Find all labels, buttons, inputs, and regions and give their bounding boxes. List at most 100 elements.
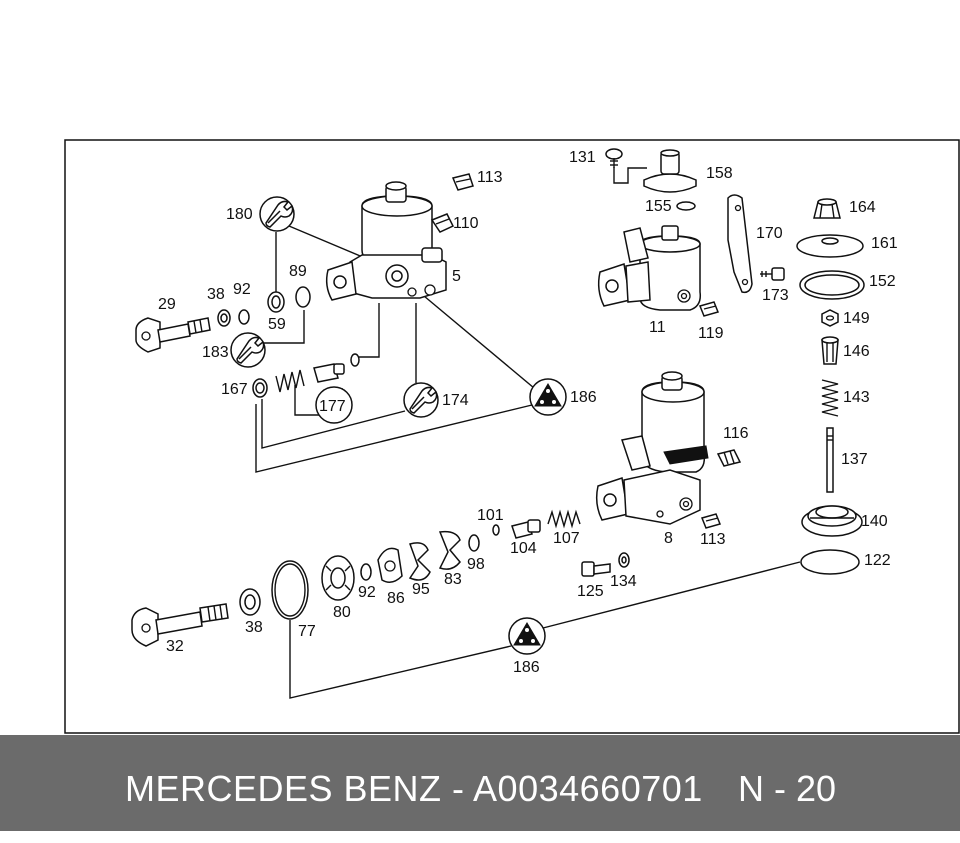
label-125: 125 — [577, 583, 604, 600]
part-137-rod — [826, 427, 834, 493]
part-ring-small — [350, 353, 360, 367]
parts-diagram: 131 158 113 110 155 164 170 161 180 89 5… — [64, 139, 960, 734]
part-158-cover — [643, 149, 697, 193]
part-164-cap — [813, 198, 841, 219]
label-177: 177 — [319, 398, 346, 415]
pump-5 — [325, 181, 447, 301]
callout-labels: 131 158 113 110 155 164 170 161 180 89 5… — [158, 149, 898, 676]
part-38b-bearing — [239, 588, 261, 616]
label-113b: 113 — [700, 531, 726, 548]
part-177-circle — [315, 386, 353, 424]
footer-bar: MERCEDES BENZ - A0034660701 N - 20 — [0, 735, 960, 831]
label-134: 134 — [610, 573, 637, 590]
label-8: 8 — [664, 530, 673, 547]
label-186a: 186 — [570, 389, 597, 406]
label-80: 80 — [333, 604, 351, 621]
label-167: 167 — [221, 381, 248, 398]
part-104-valve — [511, 519, 541, 539]
part-29-shaft — [135, 317, 211, 353]
part-80-rotor — [321, 555, 355, 601]
part-113b-plug — [700, 513, 722, 529]
triangle-icon-186a — [529, 378, 567, 416]
label-173: 173 — [762, 287, 789, 304]
label-83: 83 — [444, 571, 462, 588]
label-137: 137 — [841, 451, 868, 468]
part-131-screw — [605, 148, 623, 168]
label-155: 155 — [645, 198, 672, 215]
part-116-fitting — [716, 449, 742, 467]
label-186b: 186 — [513, 659, 540, 676]
label-89: 89 — [289, 263, 307, 280]
label-180: 180 — [226, 206, 253, 223]
label-95: 95 — [412, 581, 430, 598]
label-158: 158 — [706, 165, 733, 182]
part-167-ring — [252, 378, 268, 398]
part-77-oring — [271, 560, 309, 620]
label-5: 5 — [452, 268, 461, 285]
part-113-plug — [451, 173, 474, 191]
part-92b-ring — [360, 563, 372, 581]
triangle-icon-186b — [508, 617, 546, 655]
diagram-frame — [64, 139, 960, 734]
label-29: 29 — [158, 296, 176, 313]
label-170: 170 — [756, 225, 783, 242]
label-86: 86 — [387, 590, 405, 607]
label-113a: 113 — [477, 169, 503, 186]
label-131: 131 — [569, 149, 596, 166]
wrench-icon-183 — [230, 332, 266, 368]
part-152-seal — [799, 270, 865, 300]
label-92a: 92 — [233, 281, 251, 298]
part-59-ring — [267, 291, 285, 313]
label-140: 140 — [861, 513, 888, 530]
label-32: 32 — [166, 638, 184, 655]
part-119-plug — [698, 301, 720, 317]
label-38b: 38 — [245, 619, 263, 636]
label-104: 104 — [510, 540, 537, 557]
leader-lines — [255, 167, 801, 699]
part-140-pulley — [801, 505, 863, 537]
part-32-shaft — [131, 603, 229, 647]
pump-8 — [595, 371, 709, 525]
label-59: 59 — [268, 316, 286, 333]
label-164: 164 — [849, 199, 876, 216]
label-116: 116 — [723, 425, 749, 442]
part-95-plate — [408, 542, 431, 581]
label-152: 152 — [869, 273, 896, 290]
part-101-ring — [492, 524, 500, 536]
label-143: 143 — [843, 389, 870, 406]
wrench-icon-180 — [259, 196, 295, 232]
part-38-bearing — [217, 309, 231, 327]
part-valve — [313, 363, 345, 383]
label-11: 11 — [649, 319, 666, 336]
part-173-bolt — [760, 267, 785, 281]
part-149-nut — [821, 309, 839, 327]
label-98: 98 — [467, 556, 485, 573]
label-107: 107 — [553, 530, 580, 547]
part-98-ring — [468, 534, 480, 552]
part-134-washer — [618, 552, 630, 568]
part-89-ring — [295, 286, 311, 308]
part-122-oring — [800, 549, 860, 575]
wrench-icon-174 — [403, 382, 439, 418]
part-86-cam — [377, 547, 403, 583]
label-122: 122 — [864, 552, 891, 569]
label-149: 149 — [843, 310, 870, 327]
part-155-ring — [676, 201, 696, 211]
part-92-ring — [238, 309, 250, 325]
part-spring-small — [275, 369, 305, 393]
label-183: 183 — [202, 344, 229, 361]
label-110: 110 — [453, 215, 479, 232]
label-161: 161 — [871, 235, 898, 252]
label-92b: 92 — [358, 584, 376, 601]
part-83-plate — [438, 530, 461, 570]
part-107-spring — [547, 509, 581, 529]
label-174: 174 — [442, 392, 469, 409]
page-number-text: N - 20 — [738, 768, 837, 809]
part-number-text: MERCEDES BENZ - A0034660701 — [125, 768, 703, 809]
part-161-plate — [796, 234, 864, 258]
part-110-fitting — [430, 213, 455, 233]
pump-11 — [597, 225, 702, 311]
label-101: 101 — [477, 507, 504, 524]
part-146-filter — [821, 336, 839, 365]
label-77: 77 — [298, 623, 316, 640]
